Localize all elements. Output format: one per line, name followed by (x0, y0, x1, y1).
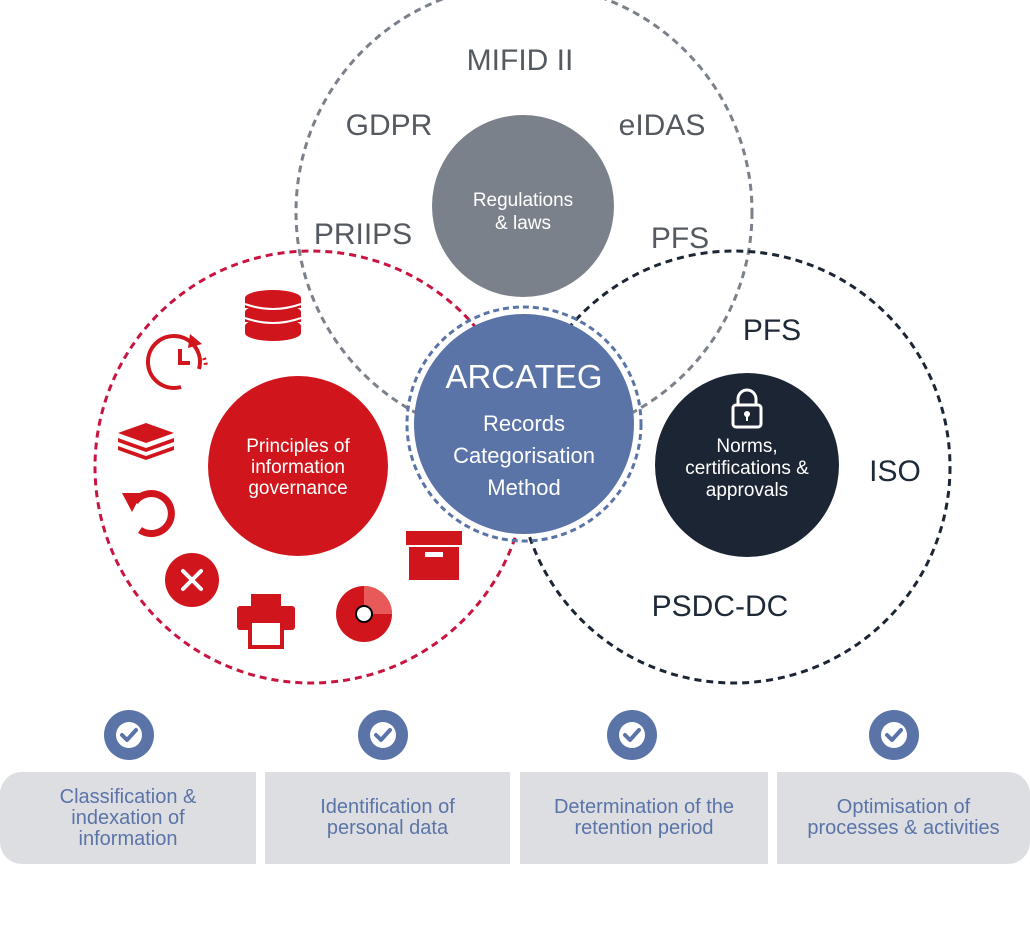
database-icon (244, 290, 302, 341)
arcateg-title: ARCATEG (445, 358, 602, 395)
delete-icon (165, 553, 219, 607)
arcateg-line2: Categorisation (453, 443, 595, 468)
regulations-bubble (432, 115, 614, 297)
benefit-text: retention period (574, 817, 714, 839)
benefit-text: Determination of the (553, 796, 735, 818)
benefit-text: Identification of (320, 796, 455, 818)
check-icon (358, 710, 408, 760)
check-icon (869, 710, 919, 760)
governance-bubble-line1: Principles of (246, 436, 350, 457)
lock-icon (731, 388, 763, 429)
archive-box-icon (406, 531, 462, 580)
benefit-box-identification: Identification of personal data (265, 772, 510, 864)
norms-bubble-line1: Norms, (716, 436, 777, 457)
disc-icon (336, 586, 392, 642)
norm-label-pfs: PFS (743, 314, 801, 347)
benefit-text: Optimisation of (836, 796, 971, 818)
arcateg-bubble (414, 314, 634, 534)
governance-bubble (208, 376, 388, 556)
regulations-bubble-line1: Regulations (473, 190, 573, 211)
regulation-label-eidas: eIDAS (619, 109, 706, 142)
regulation-label-pfs: PFS (651, 222, 709, 255)
benefit-text: personal data (326, 817, 449, 839)
check-icon (607, 710, 657, 760)
regulations-circle (294, 0, 754, 442)
arcateg-dashed-ring (405, 305, 643, 543)
benefit-text: Classification & (59, 785, 197, 808)
norms-bubble-line3: approvals (706, 480, 788, 501)
benefit-text: information (78, 827, 178, 850)
governance-bubble-line3: governance (248, 478, 347, 499)
undo-icon (122, 490, 175, 537)
arcateg-line1: Records (483, 411, 565, 436)
benefit-text: processes & activities (807, 817, 1000, 839)
printer-icon (237, 594, 295, 649)
norm-label-psdc: PSDC-DC (652, 590, 789, 623)
norm-label-iso: ISO (869, 455, 921, 488)
clock-icon (146, 334, 208, 390)
regulation-label-mifid: MIFID II (467, 44, 574, 77)
stack-icon (118, 423, 174, 460)
governance-bubble-line2: information (251, 457, 345, 478)
benefit-box-retention: Determination of the retention period (520, 772, 768, 864)
benefit-box-classification: Classification & indexation of informati… (0, 772, 256, 864)
benefit-box-optimisation: Optimisation of processes & activities (777, 772, 1030, 864)
regulations-bubble-line2: & laws (495, 213, 551, 234)
regulation-label-gdpr: GDPR (346, 109, 433, 142)
regulation-label-priips: PRIIPS (314, 218, 412, 251)
check-icon (104, 710, 154, 760)
benefit-text: indexation of (71, 806, 185, 829)
norms-bubble-line2: certifications & (685, 458, 809, 479)
norms-bubble (655, 373, 839, 557)
arcateg-line3: Method (487, 475, 560, 500)
